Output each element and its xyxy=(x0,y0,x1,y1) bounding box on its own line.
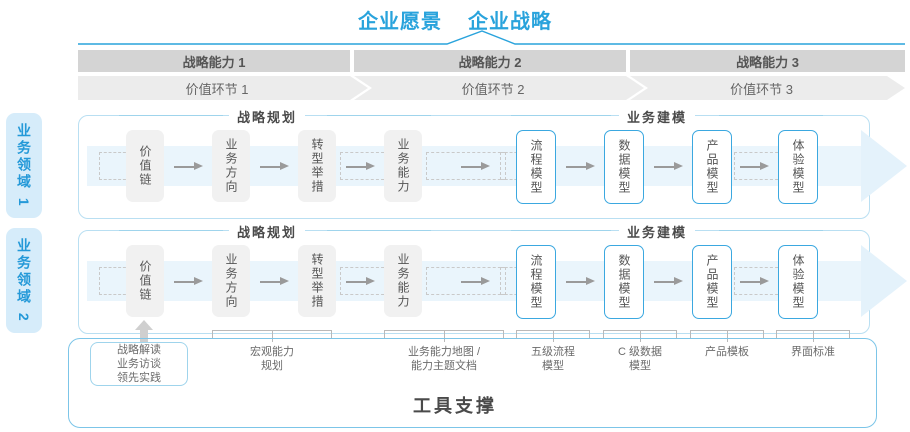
tool-label-product-template-line-1: 产品模板 xyxy=(705,346,749,358)
section-rule-left-a xyxy=(119,115,223,116)
business-domain-tab-1: 业务领域 1 xyxy=(6,113,42,218)
value-chevron-2-label: 价值环节 2 xyxy=(461,81,525,97)
value-chain-up-arrow xyxy=(135,320,153,342)
node-data-model[interactable]: 数据模型 xyxy=(604,130,644,204)
node-product-model[interactable]: 产品模型 xyxy=(692,130,732,204)
capability-cell-1: 战略能力 1 xyxy=(78,50,350,72)
section-rule-left-a xyxy=(119,230,223,231)
node-transformation-measures[interactable]: 转型举措 xyxy=(298,245,336,317)
arrow-3 xyxy=(346,162,376,171)
tool-label-capability-map-line-2: 能力主题文档 xyxy=(411,360,477,372)
arrow-3 xyxy=(346,277,376,286)
arrow-4 xyxy=(461,277,491,286)
arrow-1 xyxy=(174,277,204,286)
tool-label-capability-map-line-1: 业务能力地图 / xyxy=(407,346,481,358)
flow-placeholder-3 xyxy=(426,267,506,295)
arrow-4 xyxy=(461,162,491,171)
section-rule-right-b xyxy=(719,115,823,116)
flow-band-arrow xyxy=(861,130,907,202)
tool-label-process-model-line-2: 模型 xyxy=(542,360,564,372)
arrow-1 xyxy=(174,162,204,171)
section-rule-right-b xyxy=(719,230,823,231)
enterprise-strategy-title: 企业战略 xyxy=(468,10,552,33)
node-data-model[interactable]: 数据模型 xyxy=(604,245,644,319)
node-value-chain[interactable]: 价值链 xyxy=(126,245,164,317)
tool-label-macro-capability-line-1: 宏观能力 xyxy=(250,346,294,358)
tool-label-data-model-line-1: C 级数据 xyxy=(618,346,662,358)
section-rule-left-b xyxy=(327,230,431,231)
section-rule-left-b xyxy=(327,115,431,116)
bracket-macro-capability xyxy=(212,330,332,342)
capability-cell-3: 战略能力 3 xyxy=(630,50,905,72)
value-chevron-1-label: 价值环节 1 xyxy=(185,81,249,97)
tool-label-process-model-line-1: 五级流程 xyxy=(531,346,575,358)
section-title-business-modeling: 业务建模 xyxy=(619,222,696,240)
node-process-model[interactable]: 流程模型 xyxy=(516,130,556,204)
section-rule-right-a xyxy=(511,115,611,116)
node-transformation-measures[interactable]: 转型举措 xyxy=(298,130,336,202)
tool-label-macro-capability: 宏观能力 规划 xyxy=(212,345,332,373)
node-business-direction[interactable]: 业务方向 xyxy=(212,245,250,317)
tool-box-strategy-interpretation[interactable]: 战略解读 业务访谈 领先实践 xyxy=(90,342,188,386)
node-experience-model[interactable]: 体验模型 xyxy=(778,245,818,319)
bracket-process-model xyxy=(516,330,590,342)
capability-cell-2: 战略能力 2 xyxy=(354,50,626,72)
bracket-product-template xyxy=(690,330,764,342)
bracket-capability-map xyxy=(384,330,504,342)
value-chain-bar: 价值环节 1 价值环节 2 价值环节 3 xyxy=(78,76,905,100)
node-business-direction[interactable]: 业务方向 xyxy=(212,130,250,202)
bracket-data-model xyxy=(603,330,677,342)
tool-label-ui-standard-line-1: 界面标准 xyxy=(791,346,835,358)
vision-peak-line xyxy=(78,30,905,45)
arrow-2 xyxy=(260,162,290,171)
section-title-business-modeling: 业务建模 xyxy=(619,107,696,125)
arrow-7 xyxy=(740,277,770,286)
value-chevron-2: 价值环节 2 xyxy=(354,76,644,100)
node-business-capability[interactable]: 业务能力 xyxy=(384,245,422,317)
tool-label-data-model-line-2: 模型 xyxy=(629,360,651,372)
arrow-7 xyxy=(740,162,770,171)
arrow-6 xyxy=(654,277,684,286)
flow-placeholder-3 xyxy=(426,152,506,180)
tool-support-title: 工具支撑 xyxy=(413,396,497,416)
value-chevron-3-label: 价值环节 3 xyxy=(730,81,793,97)
value-chevron-1: 价值环节 1 xyxy=(78,76,368,100)
tool-label-product-template: 产品模板 xyxy=(687,345,767,359)
tool-label-macro-capability-line-2: 规划 xyxy=(261,360,283,372)
swimlane-domain-1: 战略规划 业务建模 价值链 业务方向 转型举措 业务能力 流程模型 数据模型 产… xyxy=(78,107,907,219)
enterprise-vision-title: 企业愿景 xyxy=(358,10,442,33)
section-title-strategy-planning: 战略规划 xyxy=(229,222,306,240)
value-chevron-3: 价值环节 3 xyxy=(630,76,905,100)
tool-label-data-model: C 级数据 模型 xyxy=(600,345,680,373)
section-rule-right-a xyxy=(511,230,611,231)
node-value-chain[interactable]: 价值链 xyxy=(126,130,164,202)
tool-label-capability-map: 业务能力地图 / 能力主题文档 xyxy=(374,345,514,373)
arrow-6 xyxy=(654,162,684,171)
tool-box-line-3: 领先实践 xyxy=(117,372,161,384)
arrow-2 xyxy=(260,277,290,286)
tool-label-process-model: 五级流程 模型 xyxy=(513,345,593,373)
bracket-ui-standard xyxy=(776,330,850,342)
tool-support-container xyxy=(68,338,877,428)
node-business-capability[interactable]: 业务能力 xyxy=(384,130,422,202)
tool-box-line-2: 业务访谈 xyxy=(117,358,161,370)
strategic-capability-bar: 战略能力 1 战略能力 2 战略能力 3 xyxy=(78,50,905,72)
node-process-model[interactable]: 流程模型 xyxy=(516,245,556,319)
flow-band-arrow xyxy=(861,245,907,317)
node-product-model[interactable]: 产品模型 xyxy=(692,245,732,319)
headline: 企业愿景 企业战略 xyxy=(0,4,910,34)
arrow-5 xyxy=(566,277,596,286)
node-experience-model[interactable]: 体验模型 xyxy=(778,130,818,204)
swimlane-domain-2: 战略规划 业务建模 价值链 业务方向 转型举措 业务能力 流程模型 数据模型 产… xyxy=(78,222,907,334)
tool-label-ui-standard: 界面标准 xyxy=(773,345,853,359)
business-domain-tab-2: 业务领域 2 xyxy=(6,228,42,333)
tool-box-line-1: 战略解读 xyxy=(117,344,161,356)
arrow-5 xyxy=(566,162,596,171)
section-title-strategy-planning: 战略规划 xyxy=(229,107,306,125)
